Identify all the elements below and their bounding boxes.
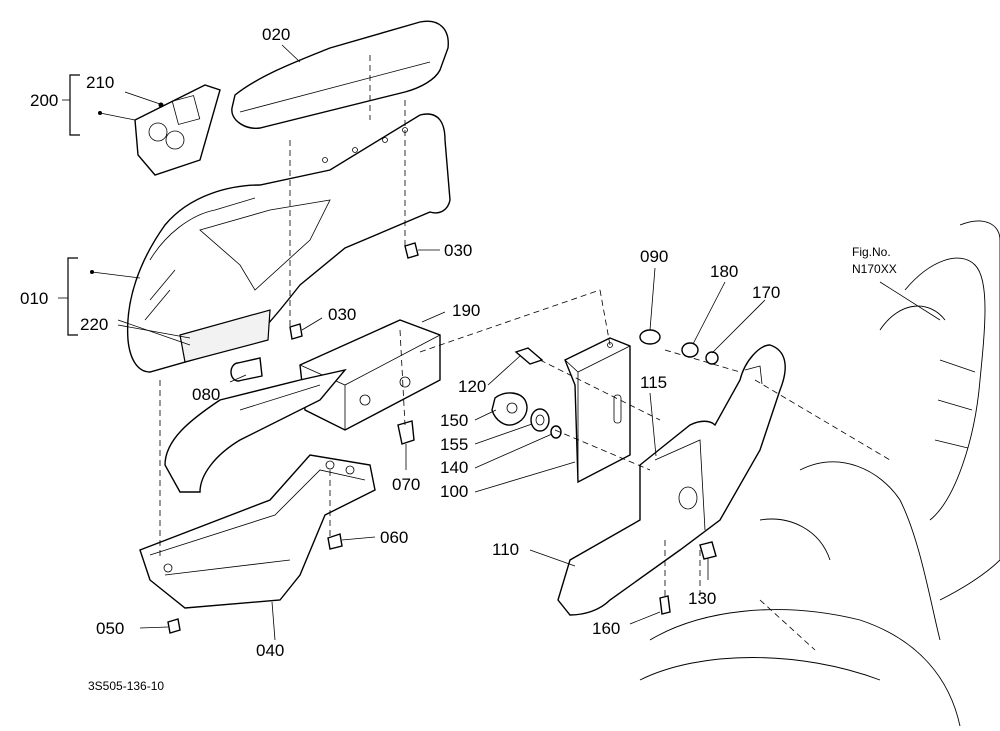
assembly-lines — [159, 100, 891, 651]
small-hardware — [167, 242, 719, 634]
armrest-body-010 — [126, 113, 451, 373]
label-080: 080 — [192, 385, 220, 404]
label-170: 170 — [752, 283, 780, 302]
armrest-pad-020 — [231, 20, 449, 129]
seat-outline — [639, 220, 1000, 727]
label-090: 090 — [640, 247, 668, 266]
label-020: 020 — [262, 25, 290, 44]
label-150: 150 — [440, 411, 468, 430]
figure-ref-line2: N170XX — [852, 262, 897, 276]
label-060: 060 — [380, 528, 408, 547]
bracket-110 — [557, 344, 786, 616]
label-030-lower: 030 — [328, 305, 356, 324]
link-plate — [164, 368, 347, 493]
label-180: 180 — [710, 262, 738, 281]
label-050: 050 — [96, 619, 124, 638]
label-155: 155 — [440, 435, 468, 454]
label-010: 010 — [20, 289, 48, 308]
label-040: 040 — [256, 641, 284, 660]
lower-cover-040 — [139, 454, 376, 609]
label-200: 200 — [30, 91, 58, 110]
label-115: 115 — [640, 373, 667, 392]
label-120: 120 — [458, 377, 486, 396]
switch-panel-210 — [134, 84, 221, 176]
label-030-upper: 030 — [444, 241, 472, 260]
label-190: 190 — [452, 301, 480, 320]
label-160: 160 — [592, 619, 620, 638]
label-110: 110 — [492, 540, 519, 559]
label-220: 220 — [80, 315, 108, 334]
bracket-100 — [564, 337, 631, 484]
part-labels: 020 200 210 010 220 030 030 190 080 070 … — [20, 25, 897, 693]
figure-ref-line1: Fig.No. — [852, 245, 891, 259]
label-130: 130 — [688, 589, 716, 608]
label-100: 100 — [440, 482, 468, 501]
label-070: 070 — [392, 475, 420, 494]
bracket-190 — [299, 319, 441, 431]
rubber-080 — [230, 357, 263, 382]
label-210: 210 — [86, 73, 114, 92]
label-140: 140 — [440, 458, 468, 477]
drawing-code: 3S505-136-10 — [88, 679, 164, 693]
leader-lines — [58, 44, 941, 641]
